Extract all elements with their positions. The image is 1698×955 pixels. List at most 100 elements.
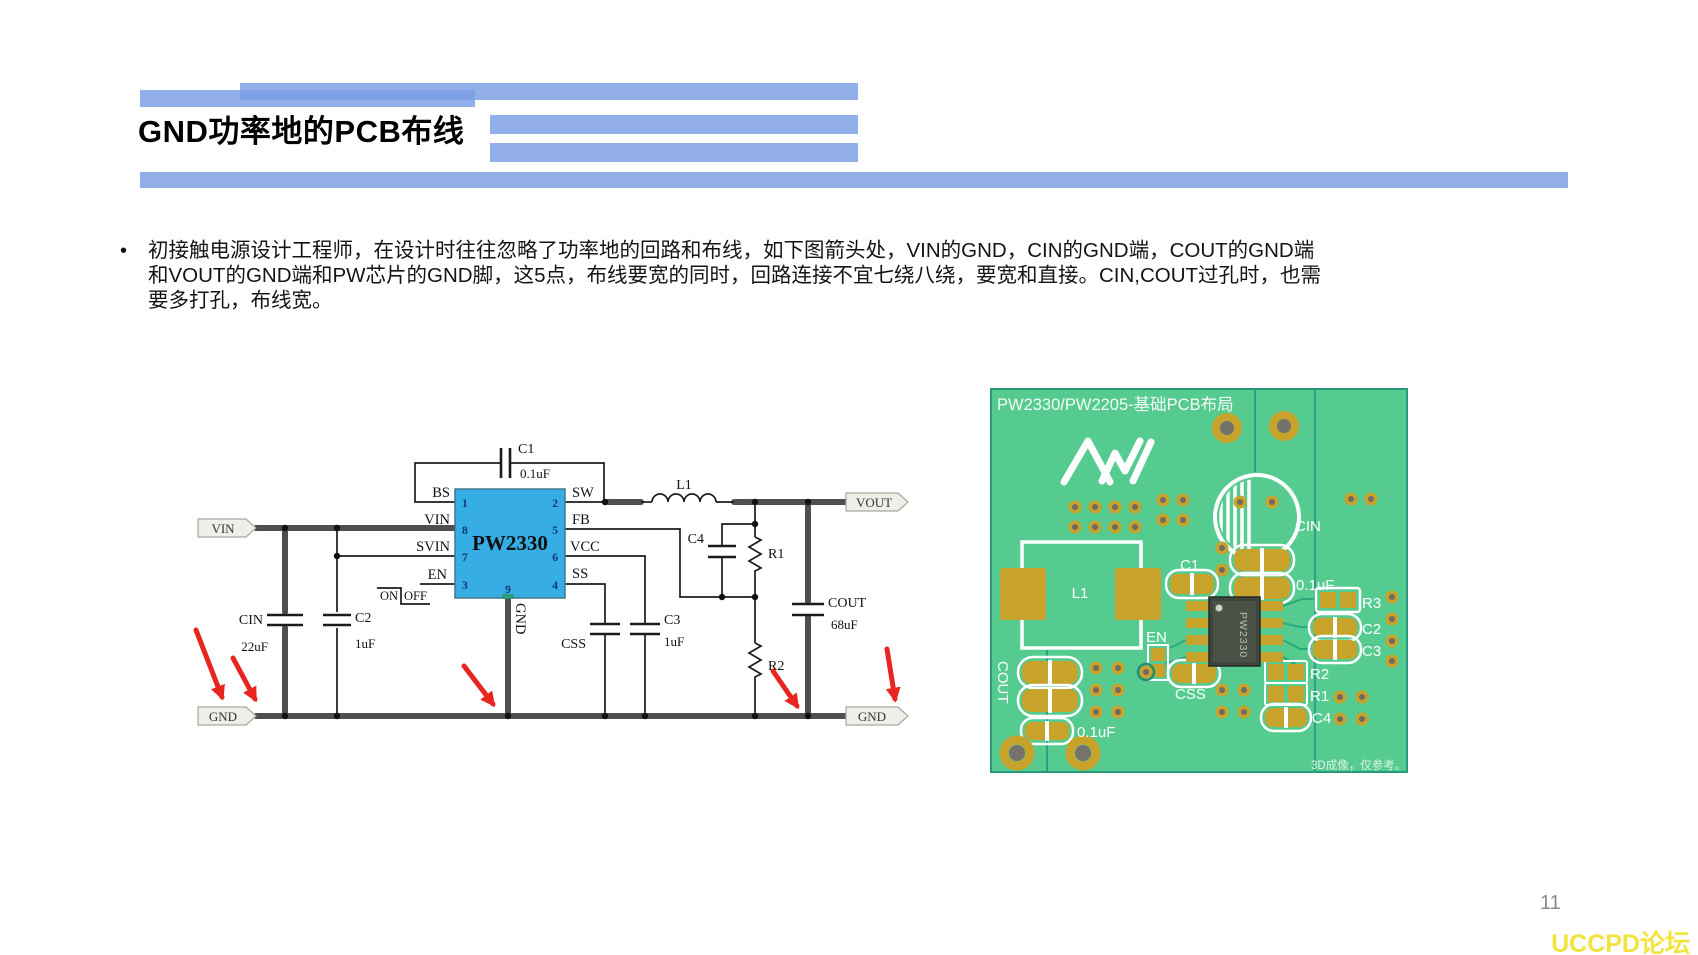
svg-text:CSS: CSS [1175, 686, 1206, 703]
svg-text:VIN: VIN [211, 521, 235, 536]
page-number: 11 [1540, 892, 1561, 914]
net-ports [197, 492, 909, 726]
svg-text:C3: C3 [1362, 643, 1381, 660]
svg-text:R2: R2 [1310, 666, 1329, 683]
svg-text:C2: C2 [355, 611, 371, 626]
svg-text:C1: C1 [518, 442, 534, 457]
body-line: 要多打孔，布线宽。 [148, 289, 333, 312]
svg-text:6: 6 [552, 552, 558, 564]
svg-text:1: 1 [462, 498, 468, 510]
svg-text:R1: R1 [1310, 688, 1329, 705]
svg-text:SW: SW [572, 485, 594, 501]
svg-text:8: 8 [462, 525, 468, 537]
svg-text:7: 7 [462, 552, 468, 564]
svg-text:L1: L1 [676, 478, 692, 493]
svg-text:R3: R3 [1362, 595, 1381, 612]
svg-text:0.1uF: 0.1uF [1077, 724, 1115, 741]
r2-footprint [1264, 660, 1308, 684]
cin-footprint [1228, 543, 1296, 605]
svg-text:EN: EN [428, 567, 448, 583]
svg-text:22uF: 22uF [241, 639, 268, 654]
svg-text:5: 5 [552, 525, 558, 537]
ic-name: PW2330 [472, 531, 548, 555]
capacitor-plates [267, 448, 824, 636]
vout-port [845, 492, 909, 512]
svg-text:CIN: CIN [1295, 518, 1321, 535]
bullet-marker: • [120, 240, 128, 262]
net-port-labels: VIN GND VOUT GND [209, 495, 892, 724]
svg-text:VCC: VCC [570, 539, 600, 555]
svg-text:C4: C4 [1312, 710, 1331, 727]
svg-text:GND: GND [858, 709, 886, 724]
gnd-right-port [845, 706, 909, 726]
svg-text:VIN: VIN [424, 512, 450, 528]
svg-text:ON: ON [380, 589, 398, 603]
svg-text:1uF: 1uF [355, 636, 375, 651]
svg-text:C2: C2 [1362, 621, 1381, 638]
svg-text:EN: EN [1146, 629, 1167, 646]
pcb-ic: PW2330 [1186, 596, 1283, 667]
svg-text:L1: L1 [1072, 585, 1089, 602]
vin-port [197, 518, 257, 538]
c1-footprint [1164, 568, 1220, 600]
body-line: 和VOUT的GND端和PW芯片的GND脚，这5点，布线要宽的同时，回路连接不宜七… [148, 264, 1322, 287]
ic-body [454, 488, 566, 599]
svg-text:0.1uF: 0.1uF [520, 466, 550, 481]
gnd-highlight-arrows [193, 627, 901, 710]
arrow-cin-gnd [230, 655, 258, 703]
svg-text:COUT: COUT [828, 596, 867, 611]
arrow-gnd-right [884, 646, 901, 703]
svg-text:FB: FB [572, 512, 590, 528]
c3-footprint [1307, 634, 1363, 665]
ic-pin-labels: BS VIN SVIN EN SW FB VCC SS GND ON OFF [380, 485, 600, 634]
ic-pin-numbers: 1 2 8 5 7 6 3 4 9 [462, 498, 558, 596]
svg-text:2: 2 [552, 498, 558, 510]
svg-text:68uF: 68uF [831, 617, 858, 632]
svg-text:OFF: OFF [404, 589, 427, 603]
header-rule-bar [140, 172, 1568, 188]
c4-footprint [1259, 702, 1313, 733]
body-paragraph: 初接触电源设计工程师，在设计时往往忽略了功率地的回路和布线，如下图箭头处，VIN… [148, 238, 1321, 313]
svg-text:4: 4 [552, 580, 558, 592]
svg-text:1uF: 1uF [664, 634, 684, 649]
svg-text:C4: C4 [688, 532, 704, 547]
pcb-title: PW2330/PW2205-基础PCB布局 [997, 395, 1234, 414]
r1-footprint [1264, 682, 1308, 706]
gnd-left-port [197, 706, 257, 726]
signal-wires [336, 462, 763, 716]
arrow-chip-gnd [461, 663, 496, 707]
svg-text:CSS: CSS [561, 637, 586, 652]
l1-pad [1000, 568, 1046, 620]
pcb-ref-labels: L1 C1 CIN 0.1uF R3 C2 C3 EN CSS R2 R1 C4… [994, 518, 1381, 741]
pcb-layout-figure: PW2330 PW2330/PW2205-基础PCB布局 [990, 388, 1408, 773]
arrow-gnd-left [193, 627, 225, 701]
component-labels: C1 0.1uF CIN 22uF C2 1uF L1 C4 R1 R2 COU… [239, 442, 867, 674]
pcb-vias [1004, 415, 1399, 766]
svg-text:BS: BS [432, 485, 450, 501]
header-accent-bar [490, 143, 858, 162]
l1-pad [1115, 568, 1161, 620]
svg-text:0.1uF: 0.1uF [1296, 577, 1334, 594]
svg-text:GND: GND [512, 603, 528, 634]
svg-text:SVIN: SVIN [416, 539, 450, 555]
body-line: 初接触电源设计工程师，在设计时往往忽略了功率地的回路和布线，如下图箭头处，VIN… [148, 239, 1315, 262]
brand-logo [1060, 437, 1155, 486]
junction-dots [281, 498, 812, 720]
power-traces [253, 499, 849, 719]
r3-footprint [1314, 586, 1362, 614]
svg-text:C3: C3 [664, 613, 680, 628]
svg-text:SS: SS [572, 566, 588, 582]
svg-text:GND: GND [209, 709, 237, 724]
svg-text:3: 3 [462, 580, 468, 592]
watermark: UCCPD论坛 [1551, 930, 1690, 955]
svg-text:COUT: COUT [994, 661, 1011, 704]
svg-text:9: 9 [505, 584, 511, 596]
c2-footprint [1307, 612, 1363, 643]
header-accent-bar [490, 115, 858, 134]
ic-gnd-pad [502, 594, 514, 599]
pcb-ic-label: PW2330 [1237, 612, 1249, 658]
cout-footprint [1016, 655, 1084, 746]
svg-text:CIN: CIN [239, 613, 263, 628]
svg-text:R1: R1 [768, 547, 784, 562]
